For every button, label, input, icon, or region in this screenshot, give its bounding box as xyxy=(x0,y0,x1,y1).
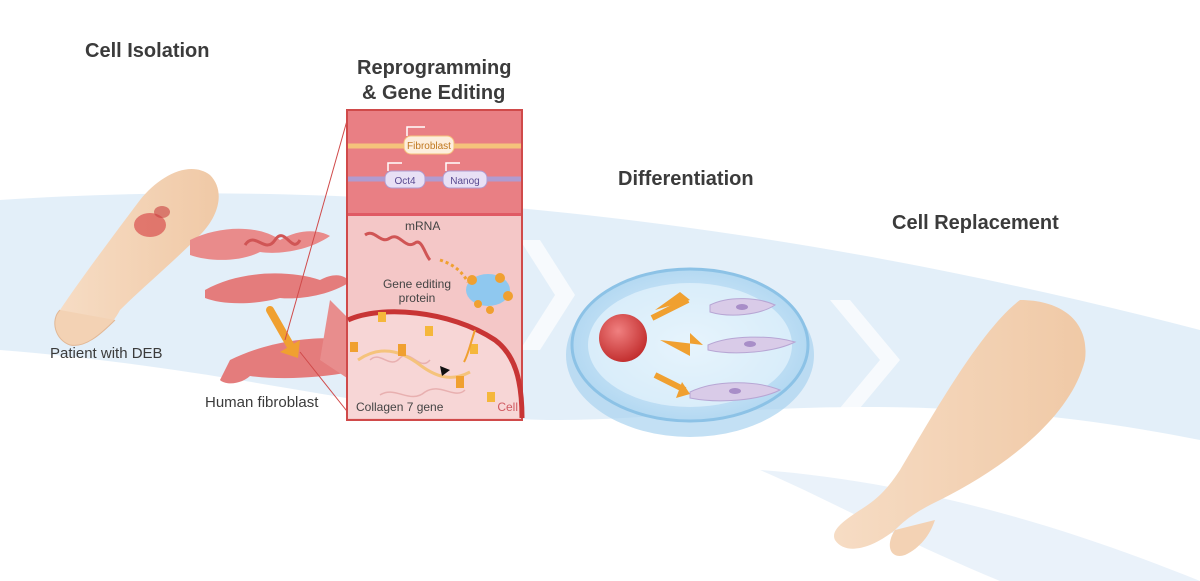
zoom-panel xyxy=(346,109,525,421)
chevron xyxy=(830,300,900,420)
heading-reprogramming-2: & Gene Editing xyxy=(362,82,506,104)
process-arrow-head xyxy=(280,340,300,358)
gene-boxes xyxy=(384,126,488,189)
petri-dish xyxy=(566,267,814,437)
zoom-line xyxy=(284,109,351,341)
collagen-gene-label: Collagen 7 gene xyxy=(356,400,444,414)
heading-reprogramming-1: Reprogramming xyxy=(357,57,512,79)
chevron xyxy=(520,240,575,350)
fibroblast-cells xyxy=(190,228,350,384)
heading-cell-replacement: Cell Replacement xyxy=(892,212,1059,234)
replacement-arm xyxy=(834,300,1086,556)
patient-arm xyxy=(54,169,219,346)
flow-band-lower xyxy=(760,470,1200,581)
gene-nanog-label: Nanog xyxy=(450,176,479,187)
gene-fibroblast-label: Fibroblast xyxy=(407,141,451,152)
label-patient: Patient with DEB xyxy=(50,345,163,362)
cell-label: Cell xyxy=(497,400,518,414)
gene-editing-protein xyxy=(466,273,513,314)
mrna-label: mRNA xyxy=(405,219,440,233)
heading-cell-isolation: Cell Isolation xyxy=(85,40,210,62)
gene-oct4-label: Oct4 xyxy=(394,176,416,187)
zoom-line xyxy=(299,351,351,416)
heading-differentiation: Differentiation xyxy=(618,168,754,190)
gene-editing-label-2: protein xyxy=(399,291,436,305)
mrna-strand xyxy=(243,234,302,247)
label-human-fibroblast: Human fibroblast xyxy=(205,394,319,411)
process-arrow xyxy=(266,306,294,349)
gene-editing-label-1: Gene editing xyxy=(383,277,451,291)
